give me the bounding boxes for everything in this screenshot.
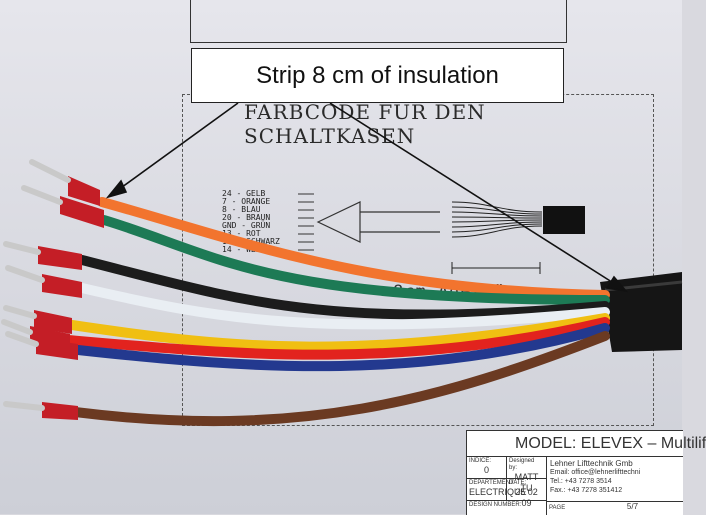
legend-row: 20 - BRAUN xyxy=(222,213,271,222)
wire-orange xyxy=(97,197,610,300)
ferrule-icon xyxy=(60,196,104,228)
drawing-connector xyxy=(543,206,585,234)
drawing-title-block: MODEL: ELEVEX – Multilif INDICE:0 Design… xyxy=(466,430,706,515)
ferrule-icon xyxy=(34,310,72,334)
title-model: MODEL: ELEVEX – Multilif xyxy=(467,431,706,457)
title-designed: Designed by:MATT TU xyxy=(507,457,547,493)
copper-tips xyxy=(1,159,71,411)
drawing-frame-top xyxy=(190,0,567,43)
wires-illustration xyxy=(1,102,683,427)
drawing-heading-line2: SCHALTKASEN xyxy=(244,124,416,148)
instruction-callout: Strip 8 cm of insulation xyxy=(191,48,564,103)
drawing-heading-line1: FARBCODE FUR DEN xyxy=(244,100,486,124)
ferrules xyxy=(30,176,104,420)
arrow-head-icon xyxy=(605,275,629,293)
wire-black xyxy=(77,255,610,320)
wire-green xyxy=(99,215,610,305)
callout-text: Strip 8 cm of insulation xyxy=(256,61,499,89)
title-indice: INDICE:0 xyxy=(467,457,507,479)
arrow-head-icon xyxy=(105,179,128,199)
arrow-to-cable xyxy=(329,102,616,285)
wire-white xyxy=(77,283,610,330)
title-design-number: DESIGN NUMBER: xyxy=(467,501,547,515)
ferrule-icon xyxy=(36,338,78,360)
drawing-arrow-icon xyxy=(316,201,440,243)
ferrule-icon xyxy=(42,274,82,298)
drawing-cable-end xyxy=(451,201,543,274)
title-department: DEPARTEMENT:ELECTRIQUE xyxy=(467,479,527,501)
legend-tick-lines xyxy=(298,193,314,251)
title-company: Lehner Lifttechnik Gmb Email: office@leh… xyxy=(550,459,641,494)
wire-red xyxy=(63,317,610,360)
wire-brown xyxy=(70,331,610,427)
wire-yellow xyxy=(67,313,610,352)
legend-row: 24 - GELB xyxy=(222,189,266,198)
legend-row: 8 - BLAU xyxy=(222,205,261,214)
legend-row: 7 - ORANGE xyxy=(222,197,271,206)
ferrule-icon xyxy=(42,402,78,420)
wire-blue xyxy=(73,323,610,372)
legend-row: GND - GRÜN xyxy=(222,221,271,230)
title-page: PAGE 5/7 xyxy=(547,501,683,515)
ferrule-icon xyxy=(68,176,100,206)
title-date: DATE:25 02 09 xyxy=(507,479,547,508)
arrow-to-ferrule xyxy=(117,102,239,191)
ferrule-icon xyxy=(38,246,82,270)
callout-arrows xyxy=(105,102,629,293)
